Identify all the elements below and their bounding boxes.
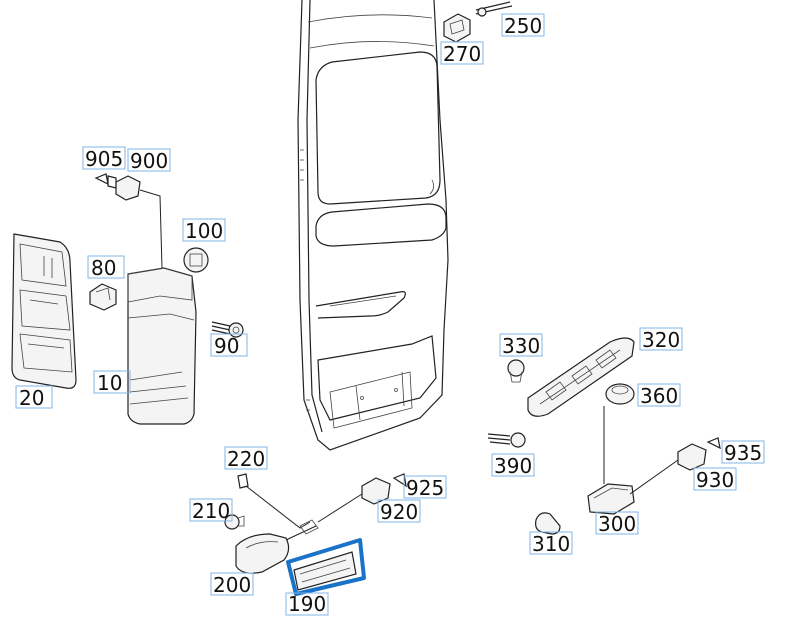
part-905-bulb[interactable] [94,173,117,189]
svg-text:390: 390 [494,454,532,478]
label-920[interactable]: 920 [377,499,421,524]
label-320[interactable]: 320 [639,327,683,352]
connector-200 [299,519,319,535]
part-935-bulb[interactable] [706,437,721,450]
label-925[interactable]: 925 [403,475,447,500]
label-390[interactable]: 390 [491,453,535,478]
svg-text:900: 900 [130,149,168,173]
tail-lamp-10[interactable] [127,267,197,425]
part-925-bulb[interactable] [392,473,407,488]
part-360-cap[interactable] [605,383,635,405]
label-250[interactable]: 250 [501,13,545,38]
label-20[interactable]: 20 [15,385,53,410]
svg-text:920: 920 [380,500,418,524]
label-310[interactable]: 310 [529,531,573,556]
rear-door[interactable] [297,0,449,451]
part-80-clip[interactable] [89,283,117,311]
label-220[interactable]: 220 [224,446,268,471]
part-320-handle[interactable] [527,337,635,417]
svg-text:220: 220 [227,447,265,471]
svg-text:360: 360 [640,384,678,408]
label-90[interactable]: 90 [210,333,248,358]
label-900[interactable]: 900 [127,148,171,173]
label-80[interactable]: 80 [87,255,125,280]
part-210-bulb[interactable] [224,514,245,530]
part-390-screw[interactable] [487,432,526,448]
leader-220 [245,485,311,529]
svg-text:190: 190 [288,592,326,616]
svg-text:10: 10 [97,371,122,395]
label-270[interactable]: 270 [440,41,484,66]
label-10[interactable]: 10 [93,370,131,395]
label-360[interactable]: 360 [637,383,681,408]
part-250-bolt[interactable] [475,1,513,17]
svg-text:310: 310 [532,532,570,556]
svg-text:90: 90 [214,334,239,358]
svg-text:270: 270 [443,42,481,66]
label-330[interactable]: 330 [499,333,543,358]
highlight-190 [286,538,366,596]
part-330-nut[interactable] [507,359,525,383]
svg-text:20: 20 [19,386,44,410]
label-210[interactable]: 210 [189,498,233,523]
svg-text:100: 100 [185,219,223,243]
svg-text:200: 200 [213,573,251,597]
svg-text:330: 330 [502,334,540,358]
svg-text:930: 930 [696,468,734,492]
leader-200 [285,525,317,541]
svg-text:210: 210 [192,499,230,523]
part-190-bracket[interactable] [286,538,366,596]
tail-lamp-20[interactable] [11,233,77,389]
label-100[interactable]: 100 [182,218,226,243]
svg-text:925: 925 [406,476,444,500]
part-100-grommet[interactable] [183,247,209,273]
leader-930 [629,459,679,495]
svg-text:320: 320 [642,328,680,352]
part-930-socket[interactable] [677,443,707,471]
part-300-plate-lamp[interactable] [587,483,635,515]
svg-text:300: 300 [598,512,636,536]
svg-text:250: 250 [504,14,542,38]
part-920-socket[interactable] [361,477,391,505]
label-190[interactable]: 190 [285,592,329,616]
part-900-socket[interactable] [115,175,141,201]
svg-text:80: 80 [91,256,116,280]
svg-text:905: 905 [85,147,123,171]
leader-900 [139,189,163,269]
label-935[interactable]: 935 [721,440,765,465]
part-310-bulb[interactable] [535,512,561,535]
svg-text:935: 935 [724,441,762,465]
label-905[interactable]: 905 [82,146,126,171]
label-200[interactable]: 200 [210,572,254,597]
part-270-clip[interactable] [443,13,471,43]
leader-920 [317,493,363,523]
part-200-lamp[interactable] [235,533,290,574]
label-300[interactable]: 300 [595,511,639,536]
label-930[interactable]: 930 [693,467,737,492]
part-220-plug[interactable] [237,473,249,489]
